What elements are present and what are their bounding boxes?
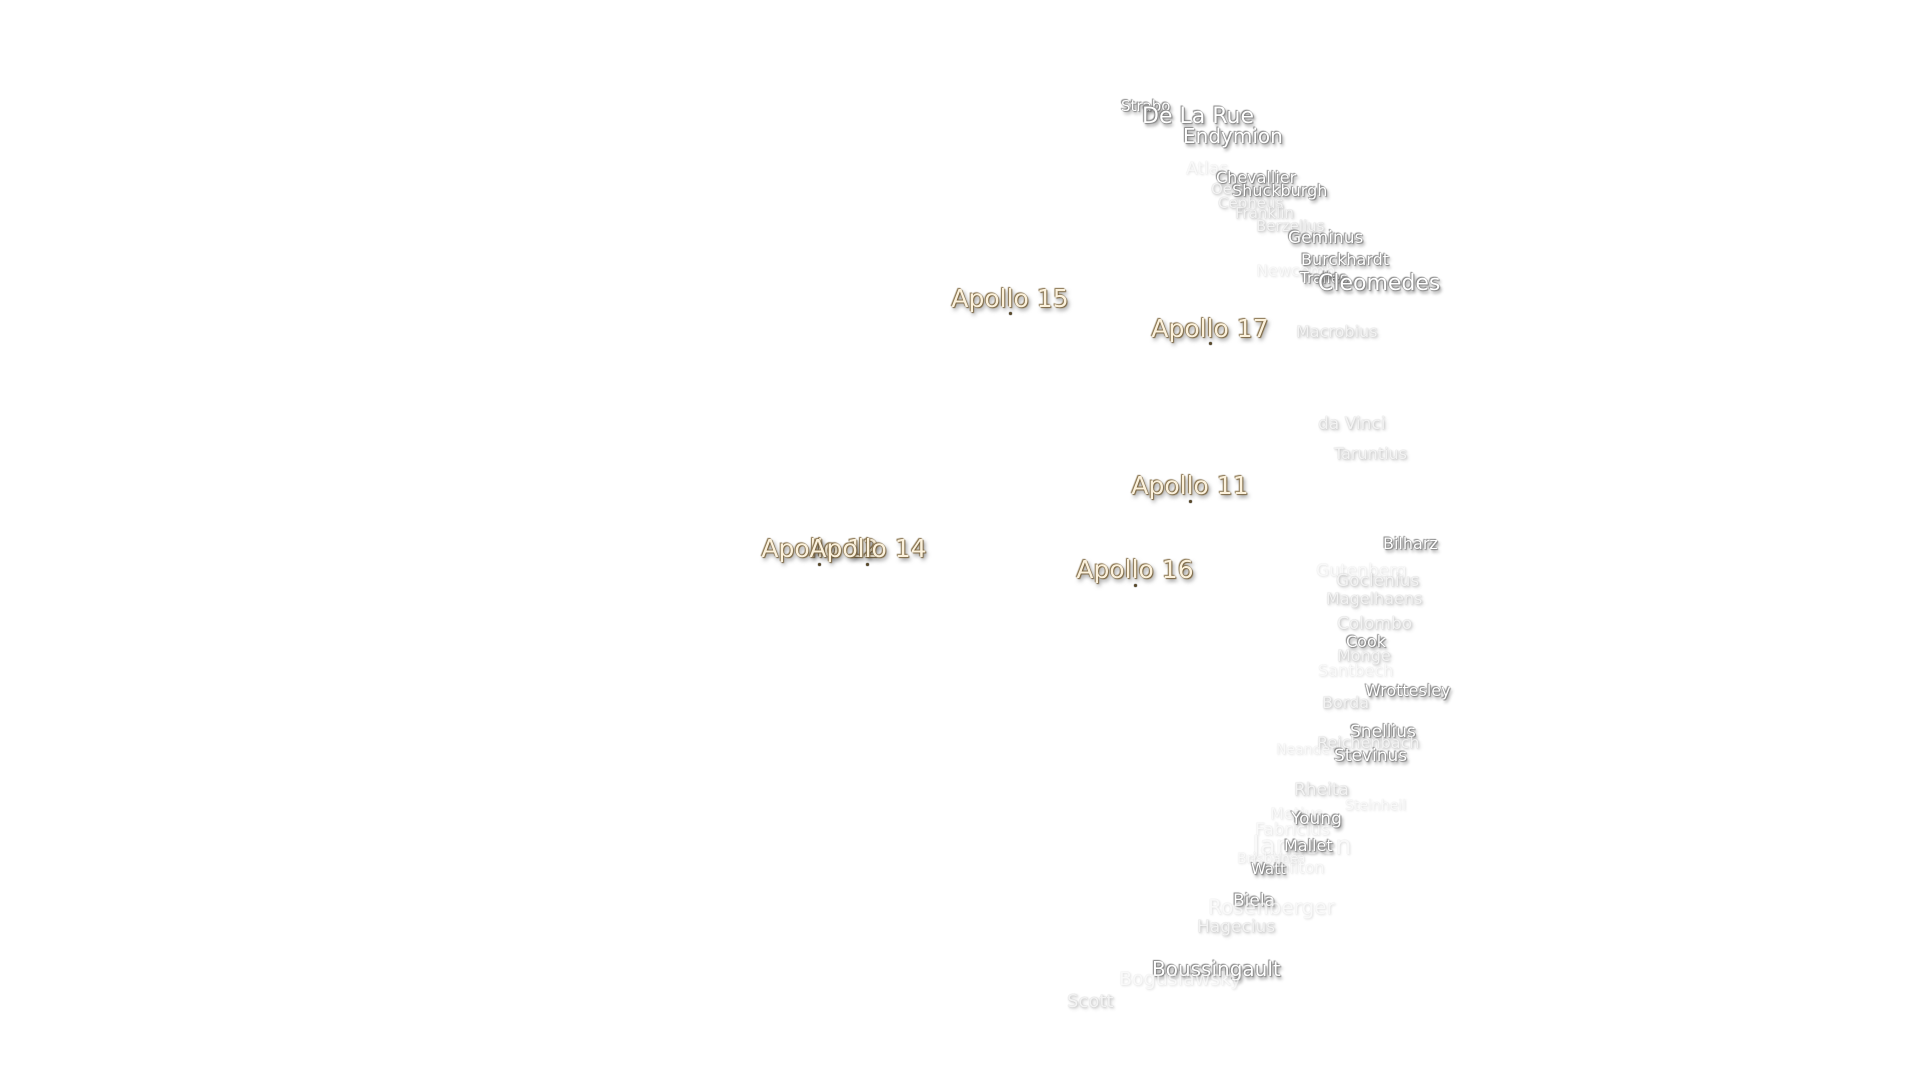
crater-label: Monge: [1337, 646, 1391, 665]
crater-label: Geminus: [1288, 228, 1364, 248]
crater-label: Gutenberg: [1316, 561, 1407, 581]
crater-label: Magelhaens: [1326, 589, 1423, 608]
apollo-16-site-marker[interactable]: [1134, 584, 1137, 587]
crater-label: Hagecius: [1197, 917, 1276, 937]
crater-label: Mallet: [1284, 836, 1333, 855]
crater-label: Stevinus: [1334, 746, 1408, 766]
crater-label: Neander: [1276, 742, 1336, 758]
crater-label: Scott: [1067, 991, 1114, 1012]
crater-label: Snellius: [1350, 722, 1416, 742]
crater-label: Fabricius: [1255, 820, 1330, 840]
crater-label: Young: [1291, 809, 1342, 829]
crater-label: Berzelius: [1256, 217, 1325, 235]
apollo-15-site-marker[interactable]: [1009, 312, 1012, 315]
crater-label: da Vinci: [1318, 414, 1386, 434]
crater-label: Steinheil: [1345, 798, 1407, 814]
crater-label: Cook: [1346, 632, 1387, 651]
crater-label: Wrottesley: [1365, 681, 1451, 700]
crater-label: Chevallier: [1216, 168, 1297, 187]
apollo-17-label[interactable]: Apollo 17: [1151, 314, 1269, 343]
crater-label: Hamilton: [1252, 858, 1325, 877]
crater-label: Oersted: [1211, 180, 1271, 198]
apollo-12-label[interactable]: Apollo 12: [761, 534, 879, 563]
crater-label: Cleomedes: [1318, 271, 1441, 296]
apollo-17-site-marker[interactable]: [1209, 342, 1212, 345]
crater-label: Reichenbach: [1317, 733, 1420, 752]
crater-label: Vega: [1273, 851, 1306, 866]
crater-label: Atlas: [1186, 159, 1228, 179]
crater-label: Strabo: [1121, 97, 1171, 115]
crater-label: Santbech: [1318, 661, 1394, 680]
crater-label: De La Rue: [1142, 104, 1254, 129]
crater-label: Metius: [1270, 804, 1323, 823]
crater-label: Bilharz: [1383, 534, 1438, 553]
apollo-15-label[interactable]: Apollo 15: [951, 284, 1069, 313]
crater-label: Endymion: [1183, 124, 1283, 148]
crater-label: Shuckburgh: [1232, 181, 1328, 200]
crater-label: Borda: [1322, 693, 1370, 712]
crater-label: Rheita: [1294, 780, 1349, 800]
apollo-16-label[interactable]: Apollo 16: [1076, 555, 1194, 584]
crater-label: Macrobius: [1296, 322, 1378, 341]
crater-label: Boussingault: [1152, 957, 1281, 981]
crater-label: Janssen: [1252, 831, 1352, 861]
crater-label: Brisbane: [1237, 851, 1299, 867]
crater-label: Biela: [1233, 891, 1275, 911]
crater-label: Tralles: [1300, 269, 1348, 287]
crater-label: Franklin: [1235, 204, 1294, 222]
crater-label: Burckhardt: [1301, 250, 1390, 269]
apollo-11-site-marker[interactable]: [1189, 500, 1192, 503]
crater-label: Colombo: [1337, 614, 1413, 634]
crater-label: Cepheus: [1218, 194, 1284, 212]
apollo-14-label[interactable]: Apollo 14: [809, 534, 927, 563]
crater-label: Newcomb: [1256, 261, 1336, 280]
crater-label: Taruntius: [1334, 444, 1407, 463]
crater-label: Goclenius: [1336, 571, 1420, 591]
apollo-14-site-marker[interactable]: [866, 563, 869, 566]
crater-label: Watt: [1251, 860, 1286, 878]
apollo-11-label[interactable]: Apollo 11: [1131, 471, 1249, 500]
crater-label: Rosenberger: [1208, 895, 1335, 919]
crater-label: Boguslawsky: [1119, 968, 1242, 990]
apollo-12-site-marker[interactable]: [818, 563, 821, 566]
